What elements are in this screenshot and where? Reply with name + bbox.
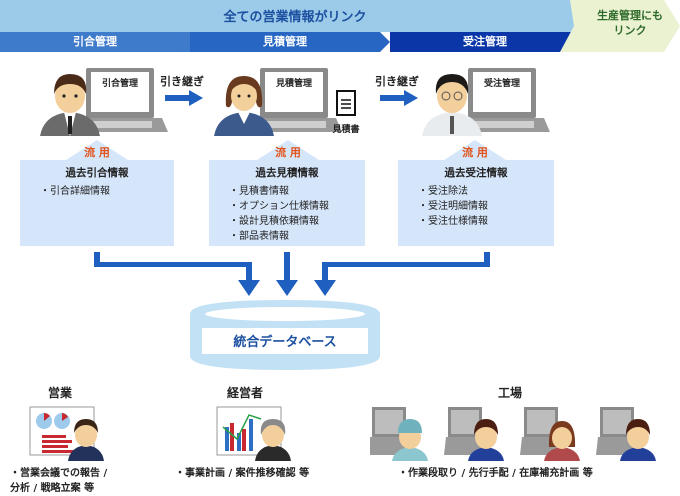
factory-worker-2 [444,407,504,461]
production-link-arrow [560,0,680,52]
info-item: 受注明細情報 [418,199,554,214]
phase-label: 引合管理 [73,35,117,48]
reuse-label: 流 用 [275,146,301,159]
factory-worker-4 [596,407,656,461]
info-roof [441,140,509,162]
estimate-screen-label: 見積管理 [266,76,322,89]
inquiry-screen-label: 引合管理 [92,76,148,89]
order-screen-label: 受注管理 [474,76,530,89]
phase-order: 受注管理 [390,32,580,52]
sales-desc: ・営業会議での報告 / 分析 / 戦略立案 等 [10,468,108,494]
factory-title: 工場 [497,386,522,400]
database-cylinder [190,300,380,370]
info-roof [254,140,322,162]
executive-title: 経営者 [226,386,263,400]
factory-worker-1 [370,407,428,461]
factory-staff-figures [370,407,656,461]
header-band [0,0,590,32]
arrow-right [314,280,336,296]
phase-inquiry: 引合管理 [0,32,190,52]
production-link-note: 生産管理にも リンク [597,9,663,37]
document-icon [336,90,356,116]
database-label: 統合データベース [233,335,337,350]
info-item: オプション仕様情報 [229,199,365,214]
handoff-arrow-1 [165,90,203,106]
info-list: 受注除法 受注明細情報 受注仕様情報 [398,184,554,229]
info-title: 過去見積情報 [255,167,319,179]
sales-title: 営業 [47,386,72,400]
arrow-center [276,280,298,296]
info-item: 引合詳細情報 [40,184,174,199]
arrow-left [238,280,260,296]
past-estimate-info-box: 過去見積情報 見積書情報 オプション仕様情報 設計見積依頼情報 部品表情報 [209,160,365,246]
info-item: 受注除法 [418,184,554,199]
flow-arrows [94,252,490,296]
reuse-label: 流 用 [84,146,110,159]
phase-chevron [380,32,390,52]
info-item: 受注仕様情報 [418,214,554,229]
phase-estimate: 見積管理 [190,32,380,52]
phase-label: 見積管理 [263,35,307,48]
factory-desc: ・作業段取り / 先行手配 / 在庫補充計画 等 [398,468,593,479]
info-roof [63,140,131,162]
executive-desc: ・事業計画 / 案件推移確認 等 [175,468,310,479]
header-title: 全ての営業情報がリンク [223,10,367,25]
info-item: 部品表情報 [229,229,365,244]
handoff-label-1: 引き継ぎ [160,75,204,88]
document-label: 見積書 [332,125,360,135]
info-title: 過去引合情報 [65,167,129,179]
reuse-label: 流 用 [462,146,488,159]
info-item: 設計見積依頼情報 [229,214,365,229]
executive-figure [216,406,291,461]
past-order-info-box: 過去受注情報 受注除法 受注明細情報 受注仕様情報 [398,160,554,246]
phase-chevron [180,32,190,52]
info-item: 見積書情報 [229,184,365,199]
info-list: 見積書情報 オプション仕様情報 設計見積依頼情報 部品表情報 [209,184,365,244]
info-title: 過去受注情報 [444,167,508,179]
past-inquiry-info-box: 過去引合情報 引合詳細情報 [20,160,174,246]
phase-label: 受注管理 [463,35,507,48]
sales-figure [29,406,104,461]
info-list: 引合詳細情報 [20,184,174,199]
handoff-arrow-2 [380,90,418,106]
factory-worker-3 [520,407,580,461]
handoff-label-2: 引き継ぎ [375,75,419,88]
